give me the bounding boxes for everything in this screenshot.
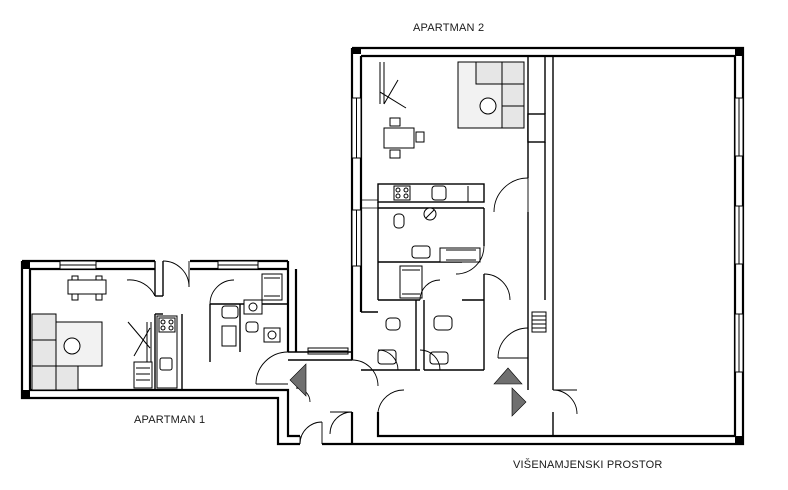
outer-walls xyxy=(20,46,745,446)
wall-fills xyxy=(22,48,743,444)
apartman-1-label: APARTMAN 1 xyxy=(134,414,206,426)
apartment-1-furniture xyxy=(31,273,283,391)
windows xyxy=(59,97,744,373)
entry-arrow-prostor-icon xyxy=(511,387,527,417)
apartment-1-doors xyxy=(126,260,353,445)
apartment-2-doors xyxy=(351,177,578,415)
apartment-2-furniture xyxy=(377,61,547,365)
entry-arrow-hall-icon xyxy=(493,367,523,385)
misc-lines xyxy=(299,199,378,444)
entry-arrow-apartman-1-icon xyxy=(289,363,307,397)
apartman-2-label: APARTMAN 2 xyxy=(413,22,485,34)
apartment-1-interior xyxy=(154,261,352,390)
entry-arrows xyxy=(289,363,527,417)
visenamjenski-prostor-label: VIŠENAMJENSKI PROSTOR xyxy=(513,459,663,471)
